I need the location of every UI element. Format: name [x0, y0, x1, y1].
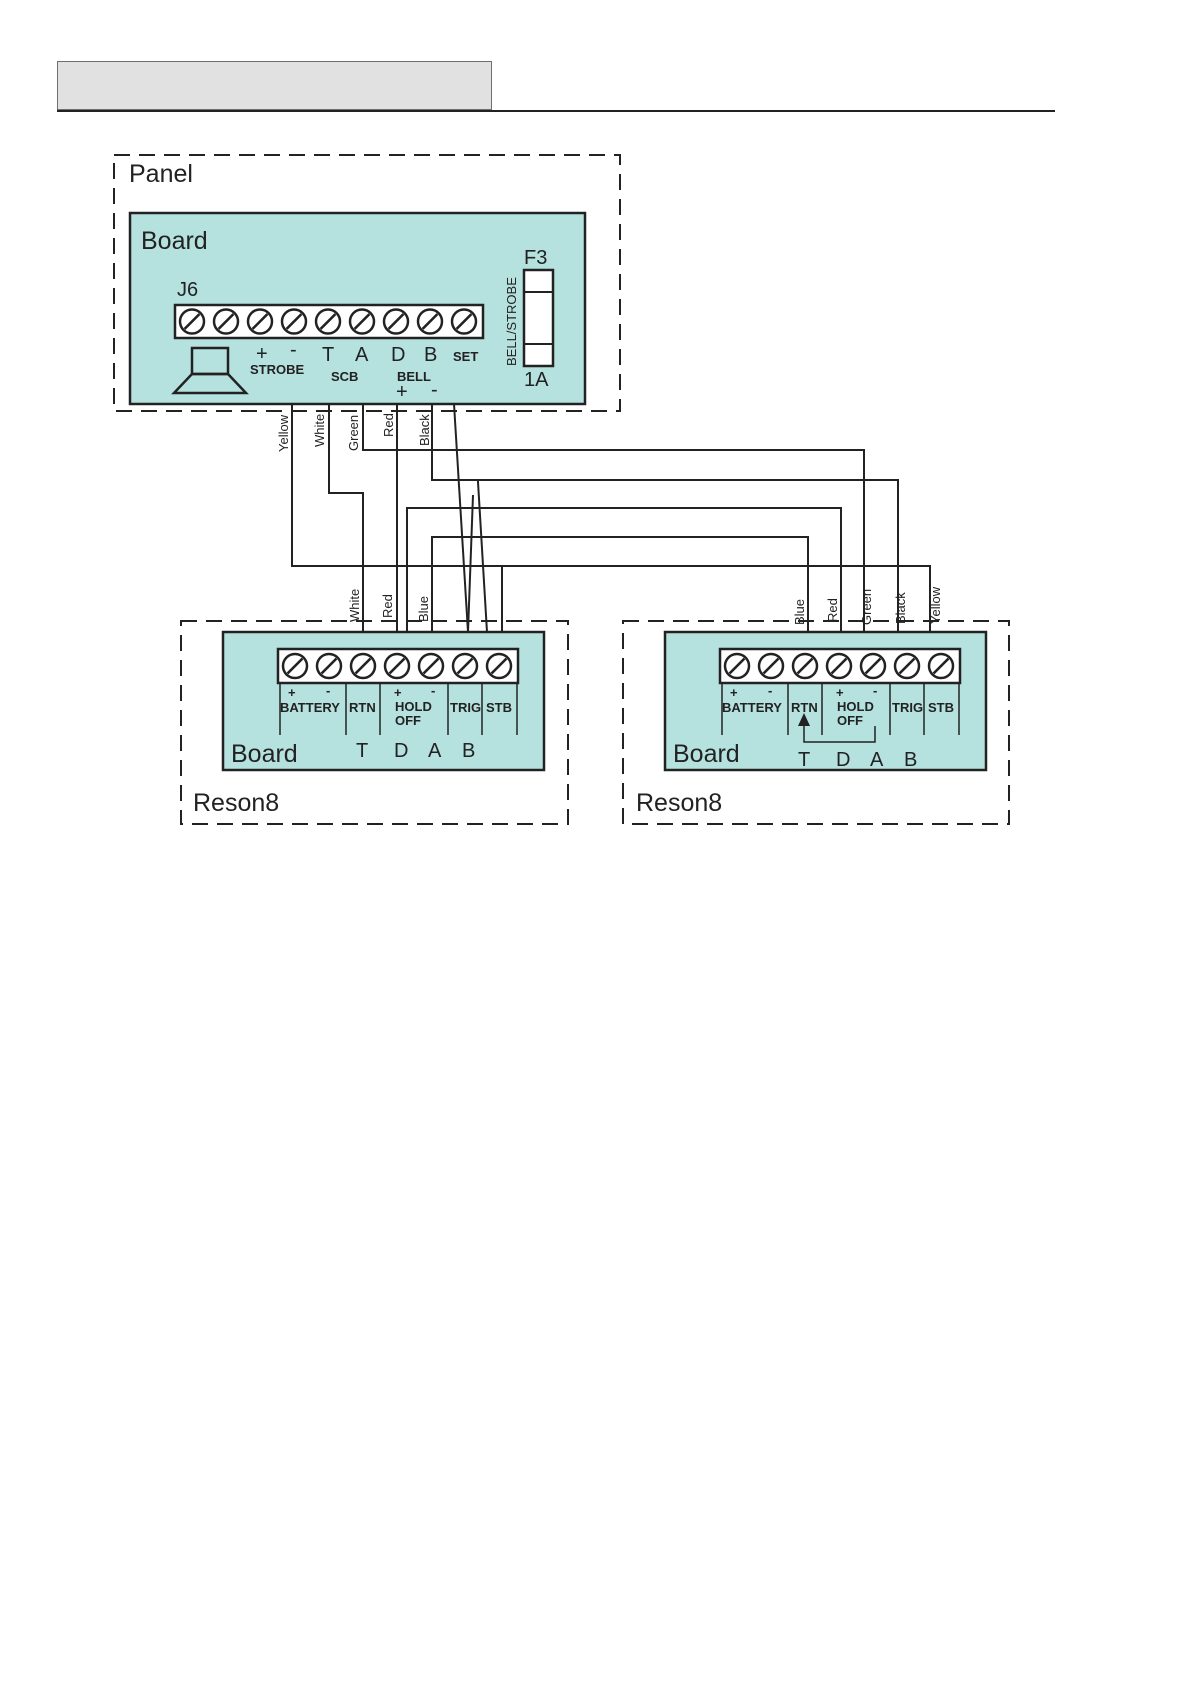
right-wire-blue: Blue	[792, 599, 807, 625]
right-terminal-screw-icon	[759, 654, 783, 678]
wire-green	[363, 404, 864, 632]
panel-terminal-screw-icon	[316, 310, 340, 334]
left-terminal-screw-icon	[351, 654, 375, 678]
left-stb-label: STB	[486, 700, 512, 715]
right-battery-minus: -	[768, 683, 772, 698]
panel-terminal-screw-icon	[214, 310, 238, 334]
panel-wire-green: Green	[346, 415, 361, 451]
left-terminal-screw-icon	[419, 654, 443, 678]
d-mark: D	[391, 344, 405, 366]
left-battery-minus: -	[326, 683, 330, 698]
left-letter-d: D	[394, 740, 408, 762]
reson8-right: + - BATTERY RTN + - HOLD OFF TRIG STB Bo…	[665, 632, 986, 771]
right-terminal-screw-icon	[827, 654, 851, 678]
panel-terminal-screw-icon	[384, 310, 408, 334]
left-terminal-screw-icon	[317, 654, 341, 678]
left-wire-blue: Blue	[416, 596, 431, 622]
wire-cross-2	[468, 495, 473, 632]
left-battery-label: BATTERY	[280, 700, 340, 715]
panel-terminal-screw-icon	[282, 310, 306, 334]
right-battery-plus: +	[730, 685, 738, 700]
panel-terminal-screw-icon	[248, 310, 272, 334]
left-hold-minus: -	[431, 683, 435, 698]
left-hold-label: HOLD	[395, 699, 432, 714]
reson8-left: + - BATTERY RTN + - HOLD OFF TRIG STB Bo…	[223, 632, 544, 770]
left-terminal-screw-icon	[453, 654, 477, 678]
right-hold-label: HOLD	[837, 699, 874, 714]
left-battery-plus: +	[288, 685, 296, 700]
left-terminal-screw-icon	[283, 654, 307, 678]
right-rtn-label: RTN	[791, 700, 818, 715]
right-terminal-screw-icon	[861, 654, 885, 678]
left-rtn-label: RTN	[349, 700, 376, 715]
right-terminal-screw-icon	[725, 654, 749, 678]
wire-blue	[432, 537, 808, 632]
right-stb-label: STB	[928, 700, 954, 715]
fuse-side-label: BELL/STROBE	[504, 277, 519, 366]
panel-terminal-screw-icon	[350, 310, 374, 334]
left-board-label: Board	[231, 740, 298, 768]
left-wire-white: White	[347, 589, 362, 622]
strobe-label: STROBE	[250, 362, 305, 377]
panel-wire-red: Red	[381, 413, 396, 437]
left-trig-label: TRIG	[450, 700, 481, 715]
set-label: SET	[453, 349, 478, 364]
panel-wire-white: White	[312, 414, 327, 447]
fuse-rating: 1A	[524, 369, 549, 391]
connector-label: J6	[177, 279, 198, 301]
right-letter-a: A	[870, 749, 884, 771]
panel-terminal-screw-icon	[418, 310, 442, 334]
panel-label: Panel	[129, 160, 193, 188]
right-board-label: Board	[673, 740, 740, 768]
bell-plus-mark: +	[396, 381, 408, 403]
panel-terminals	[180, 310, 476, 334]
right-letter-t: T	[798, 749, 810, 771]
right-trig-label: TRIG	[892, 700, 923, 715]
wire-cross-4	[478, 480, 487, 632]
panel-wire-black: Black	[417, 414, 432, 446]
left-terminal-screw-icon	[487, 654, 511, 678]
fuse-icon	[524, 270, 553, 366]
right-wire-green: Green	[859, 589, 874, 625]
right-wire-yellow: Yellow	[928, 586, 943, 624]
fuse-label: F3	[524, 247, 547, 269]
reson8-right-label: Reson8	[636, 789, 722, 817]
t-mark: T	[322, 344, 334, 366]
bell-minus-mark: -	[431, 379, 438, 401]
panel-wire-yellow: Yellow	[276, 414, 291, 452]
scb-label: SCB	[331, 369, 358, 384]
panel-terminal-screw-icon	[180, 310, 204, 334]
right-letter-d: D	[836, 749, 850, 771]
strobe-minus-mark: -	[290, 339, 297, 361]
right-wire-red: Red	[825, 598, 840, 622]
left-letter-t: T	[356, 740, 368, 762]
wire-cross-1	[454, 404, 468, 632]
right-terminal-screw-icon	[793, 654, 817, 678]
b-mark: B	[424, 344, 437, 366]
left-letter-b: B	[462, 740, 475, 762]
left-terminal-screw-icon	[385, 654, 409, 678]
right-terminal-screw-icon	[895, 654, 919, 678]
reson8-left-label: Reson8	[193, 789, 279, 817]
a-mark: A	[355, 344, 369, 366]
right-battery-label: BATTERY	[722, 700, 782, 715]
panel-board-label: Board	[141, 227, 208, 255]
left-off-label: OFF	[395, 713, 421, 728]
right-terminal-screw-icon	[929, 654, 953, 678]
left-letter-a: A	[428, 740, 442, 762]
right-hold-plus: +	[836, 685, 844, 700]
left-hold-plus: +	[394, 685, 402, 700]
left-wire-red: Red	[380, 594, 395, 618]
right-letter-b: B	[904, 749, 917, 771]
right-off-label: OFF	[837, 713, 863, 728]
right-hold-minus: -	[873, 683, 877, 698]
right-wire-black: Black	[893, 592, 908, 624]
panel-terminal-screw-icon	[452, 310, 476, 334]
